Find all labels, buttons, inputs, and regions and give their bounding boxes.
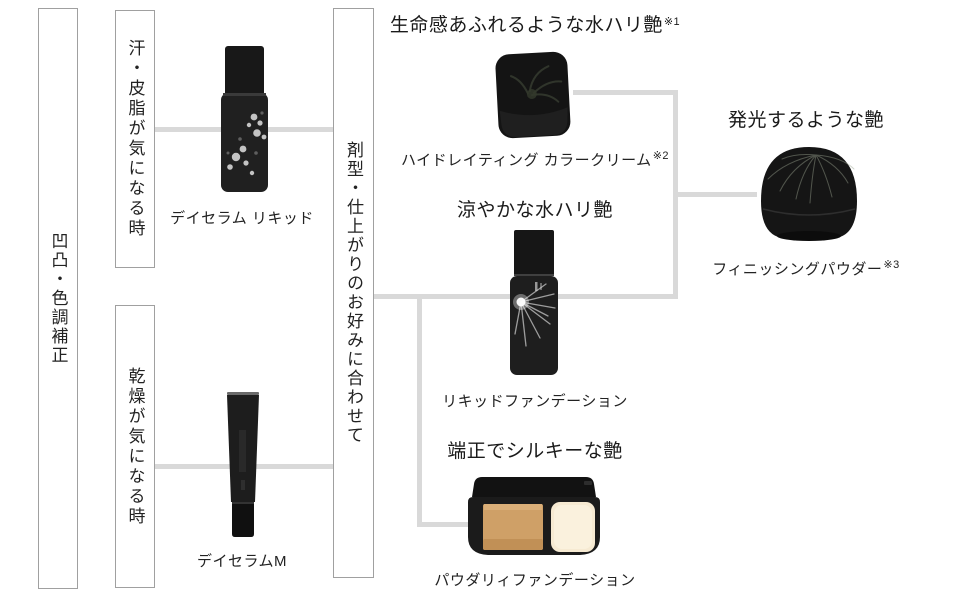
- finish-heading-cool: 涼やかな水ハリ艶: [385, 195, 685, 222]
- connector-line-cream-branch: [573, 90, 675, 95]
- day-serum-liquid-image: [221, 46, 268, 192]
- condition-box-sweat-oil: 汗・皮脂が気になる時: [115, 10, 155, 268]
- powdery-foundation-image: [468, 477, 600, 555]
- preference-label: 剤型・仕上がりのお好みに合わせて: [344, 141, 363, 445]
- finish-heading-cool-text: 涼やかな水ハリ艶: [456, 200, 613, 221]
- final-heading-glow: 発光するような艶: [656, 105, 956, 132]
- finish-heading-silky-text: 端正でシルキーな艶: [447, 441, 623, 462]
- powdery-foundation-name: パウダリィファンデーション: [434, 572, 636, 589]
- day-serum-m-name: デイセラムM: [196, 553, 288, 570]
- day-serum-m-label: デイセラムM: [142, 550, 342, 571]
- finish-heading-vitality: 生命感あふれるような水ハリ艶※1: [370, 10, 700, 37]
- connector-line-right-vertical: [673, 90, 678, 299]
- powdery-foundation-label: パウダリィファンデーション: [385, 569, 685, 590]
- day-serum-liquid-name: デイセラム リキッド: [170, 210, 314, 227]
- finish-heading-vitality-note: ※1: [663, 16, 681, 28]
- condition-label-dryness: 乾燥が気になる時: [125, 366, 145, 527]
- connector-line-to-compact: [417, 522, 470, 527]
- day-serum-liquid-label: デイセラム リキッド: [142, 207, 342, 228]
- hydrating-color-cream-image: [495, 51, 571, 139]
- final-heading-glow-text: 発光するような艶: [727, 110, 884, 131]
- category-box-correction: 凹凸・色調補正: [38, 8, 78, 589]
- finishing-powder-name: フィニッシングパウダー: [712, 261, 883, 278]
- preference-box: 剤型・仕上がりのお好みに合わせて: [333, 8, 374, 578]
- finish-heading-silky: 端正でシルキーな艶: [385, 436, 685, 463]
- liquid-foundation-name: リキッドファンデーション: [442, 393, 628, 410]
- day-serum-m-image: [227, 392, 259, 537]
- connector-line-to-finishing-powder: [676, 192, 757, 197]
- liquid-foundation-label: リキッドファンデーション: [385, 390, 685, 411]
- condition-label-sweat-oil: 汗・皮脂が気になる時: [125, 39, 145, 239]
- hydrating-color-cream-note: ※2: [652, 150, 670, 162]
- hydrating-color-cream-name: ハイドレイティング カラークリーム: [400, 152, 652, 169]
- finish-heading-vitality-text: 生命感あふれるような水ハリ艶: [389, 15, 663, 36]
- finishing-powder-label: フィニッシングパウダー※3: [656, 258, 956, 279]
- liquid-foundation-image: [510, 230, 558, 375]
- finishing-powder-image: [761, 147, 857, 241]
- condition-box-dryness: 乾燥が気になる時: [115, 305, 155, 588]
- category-label-correction: 凹凸・色調補正: [48, 232, 68, 365]
- finishing-powder-note: ※3: [883, 259, 900, 271]
- connector-line-lower-vertical: [417, 294, 422, 527]
- hydrating-color-cream-label: ハイドレイティング カラークリーム※2: [385, 149, 685, 170]
